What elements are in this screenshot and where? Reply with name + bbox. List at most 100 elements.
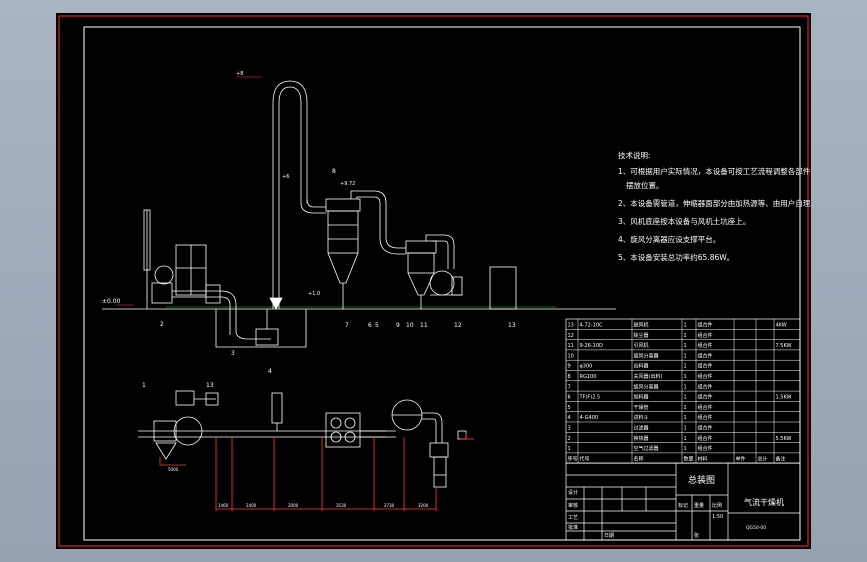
parts-cell-name: 引风机 xyxy=(634,342,649,349)
elev-cyclone: +9.72 xyxy=(340,181,355,187)
elevation-markers: +8 +6 +9.72 ±0.00 +1.0 xyxy=(102,71,355,306)
cyclone-2-head xyxy=(405,240,437,254)
elev-low: +1.0 xyxy=(308,291,320,297)
dust-collector-box xyxy=(489,266,517,310)
parts-header-note: 备注 xyxy=(776,455,786,462)
hot-air-duct xyxy=(172,290,271,340)
parts-cell-no: 11 xyxy=(568,343,574,349)
parts-cell-material: 组合件 xyxy=(698,322,713,329)
parts-cell-name: 旋风分离器 xyxy=(634,383,659,390)
balloon-9: 9 xyxy=(396,322,400,329)
plan-dimension-labels: 1460 2400 2000 3530 2730 3200 5000 xyxy=(168,467,429,508)
parts-header-row: 序号代号名称数量材料单件总计备注 xyxy=(568,455,786,462)
balloon-2: 2 xyxy=(160,321,164,328)
parts-cell-name: 除尘器 xyxy=(634,332,649,339)
parts-cell-material: 组合件 xyxy=(698,404,713,411)
balloon-6: 6 xyxy=(368,322,372,329)
parts-cell-code: 4-72-10C xyxy=(580,323,604,329)
parts-cell-name: 进料斗 xyxy=(634,414,649,421)
balloon-5: 5 xyxy=(375,322,379,329)
parts-header-qty: 数量 xyxy=(684,455,694,462)
parts-cell-name: 旋风分离器 xyxy=(634,352,659,359)
plan-feeder xyxy=(271,392,283,424)
parts-cell-no: 6 xyxy=(568,395,571,401)
parts-cell-code: TF(F)2.5 xyxy=(579,395,601,401)
balloon-1: 1 xyxy=(142,382,146,389)
balloon-7: 7 xyxy=(345,322,349,329)
inner-frame xyxy=(83,26,801,541)
parts-cell-qty: 1 xyxy=(684,343,687,349)
title-block-text: 总装图 气流干燥机 QG50-00 标记 重量 比例 1:50 张 设计 审核 … xyxy=(568,474,784,539)
dim-2730: 2730 xyxy=(384,503,395,508)
plan-heater xyxy=(173,416,203,446)
elev-top: +8 xyxy=(236,71,243,77)
parts-cell-no: 10 xyxy=(568,353,574,359)
parts-cell-material: 组合件 xyxy=(698,363,713,370)
parts-cell-material: 组合件 xyxy=(698,414,713,421)
cad-drawing: +8 +6 +9.72 ±0.00 +1.0 2 3 8 7 5 9 10 11… xyxy=(58,15,811,547)
sheet-label: 张 xyxy=(694,532,699,539)
cyclone-1-head xyxy=(325,198,361,212)
part-labels-elevation: 2 3 8 7 5 9 10 11 12 13 6 xyxy=(160,168,516,357)
dim-2400: 2400 xyxy=(246,503,257,508)
parts-header-material: 材料 xyxy=(698,455,708,462)
elev-ground: ±0.00 xyxy=(102,298,121,305)
notes-heading: 技术说明: xyxy=(618,150,651,160)
approve-label: 批准 xyxy=(568,524,578,531)
parts-cell-no: 4 xyxy=(568,415,571,421)
parts-cell-name: 换热器 xyxy=(634,435,649,442)
title-block xyxy=(565,462,801,541)
mark-label: 标记 xyxy=(678,502,688,509)
drawing-number: QG50-00 xyxy=(746,525,766,531)
parts-header-total_weight: 总计 xyxy=(758,455,768,462)
parts-header-no: 序号 xyxy=(568,455,578,462)
parts-cell-no: 3 xyxy=(568,426,571,432)
parts-cell-no: 8 xyxy=(568,374,571,380)
dim-5000: 5000 xyxy=(168,467,179,472)
balloon-plan-13: 13 xyxy=(206,382,214,389)
parts-cell-no: 12 xyxy=(568,333,574,339)
parts-cell-name: 干燥管 xyxy=(634,404,649,411)
parts-cell-qty: 1 xyxy=(684,395,687,401)
parts-cell-code: RG100 xyxy=(580,374,597,380)
parts-cell-material: 组合件 xyxy=(698,445,713,452)
dim-2000: 2000 xyxy=(288,503,299,508)
balloon-3: 3 xyxy=(231,350,235,357)
balloon-10: 10 xyxy=(406,322,414,329)
dim-3200: 3200 xyxy=(418,503,429,508)
note-line-4: 3、风机底座按本设备与风机土坑座上。 xyxy=(618,216,750,226)
check-label: 审核 xyxy=(568,502,578,509)
parts-cell-qty: 1 xyxy=(684,405,687,411)
date-label: 日期 xyxy=(604,533,614,539)
blower-fan xyxy=(154,265,174,285)
technical-notes: 技术说明: 1、可根据用户实际情况，本设备可按工艺流程调整各部件 摆放位置。 2… xyxy=(618,150,811,262)
drawing-name: 总装图 xyxy=(688,474,715,486)
parts-cell-name: 空气过滤器 xyxy=(634,445,659,452)
note-line-5: 4、旋风分离器应设支撑平台。 xyxy=(618,234,720,244)
elevation-view xyxy=(102,80,616,348)
parts-cell-name: 过滤器 xyxy=(634,425,649,432)
weight-label: 重量 xyxy=(694,502,704,509)
dim-1460: 1460 xyxy=(218,503,229,508)
parts-cell-name: 关风器(出料) xyxy=(634,373,663,380)
parts-header-name: 名称 xyxy=(634,455,644,462)
parts-cell-material: 组合件 xyxy=(698,352,713,359)
parts-cell-material: 组合件 xyxy=(698,342,713,349)
parts-cell-qty: 1 xyxy=(684,374,687,380)
balloon-12: 12 xyxy=(454,322,462,329)
parts-cell-no: 2 xyxy=(568,436,571,442)
parts-cell-material: 组合件 xyxy=(698,425,713,432)
parts-cell-qty: 1 xyxy=(684,364,687,370)
parts-cell-material: 组合件 xyxy=(698,332,713,339)
balloon-11: 11 xyxy=(420,322,428,329)
elev-mid: +6 xyxy=(282,174,289,180)
foundation-pit xyxy=(215,309,307,348)
